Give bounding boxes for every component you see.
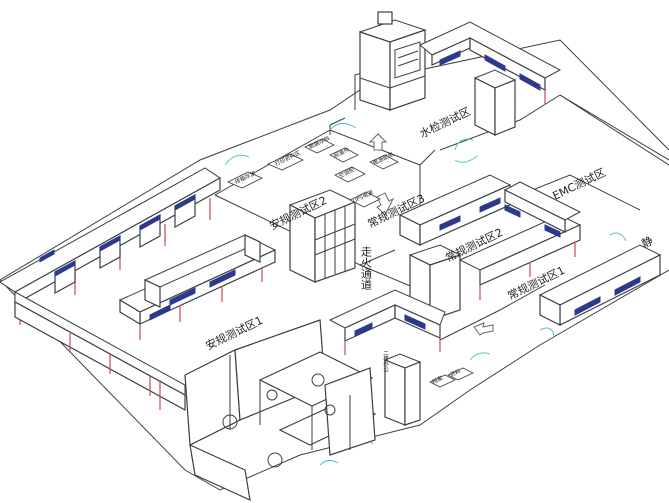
zone-label-water-test: 水检测试区 [417,104,473,141]
box-label: 资料 [447,367,474,381]
corridor-cabinet [408,244,462,321]
box-label: 标准件 [329,145,359,163]
box-label: 打印资料区 [267,148,304,171]
box-label: 空调柜 [334,165,366,183]
box-label: 电源配电 [369,150,399,170]
cabinet-row [54,193,196,295]
regular-test2-bench [458,181,582,300]
l-desk-center [328,289,446,355]
walkway-arrows [368,133,494,336]
regular-test1-bench [538,244,662,326]
fume-hood [358,11,427,111]
exhaust-duct [377,11,393,25]
office-cubicles [184,319,377,502]
box-label: 数据存档 [304,134,335,154]
office-cabinet [383,353,422,426]
zone-label-corridor: 走火通道 [360,246,373,290]
perimeter-bench-left [0,167,221,325]
water-test-bench [419,21,562,136]
tall-cabinets-safety2 [288,189,357,283]
perimeter-bench-bottom [14,291,186,412]
box-label: UPS电源 [349,188,381,208]
zone-label-office: 二楼办公 [382,350,389,372]
drawer-block [39,249,55,263]
zone-label-emc: EMC测试区 [551,166,608,203]
island-bench-safety1 [118,234,277,340]
